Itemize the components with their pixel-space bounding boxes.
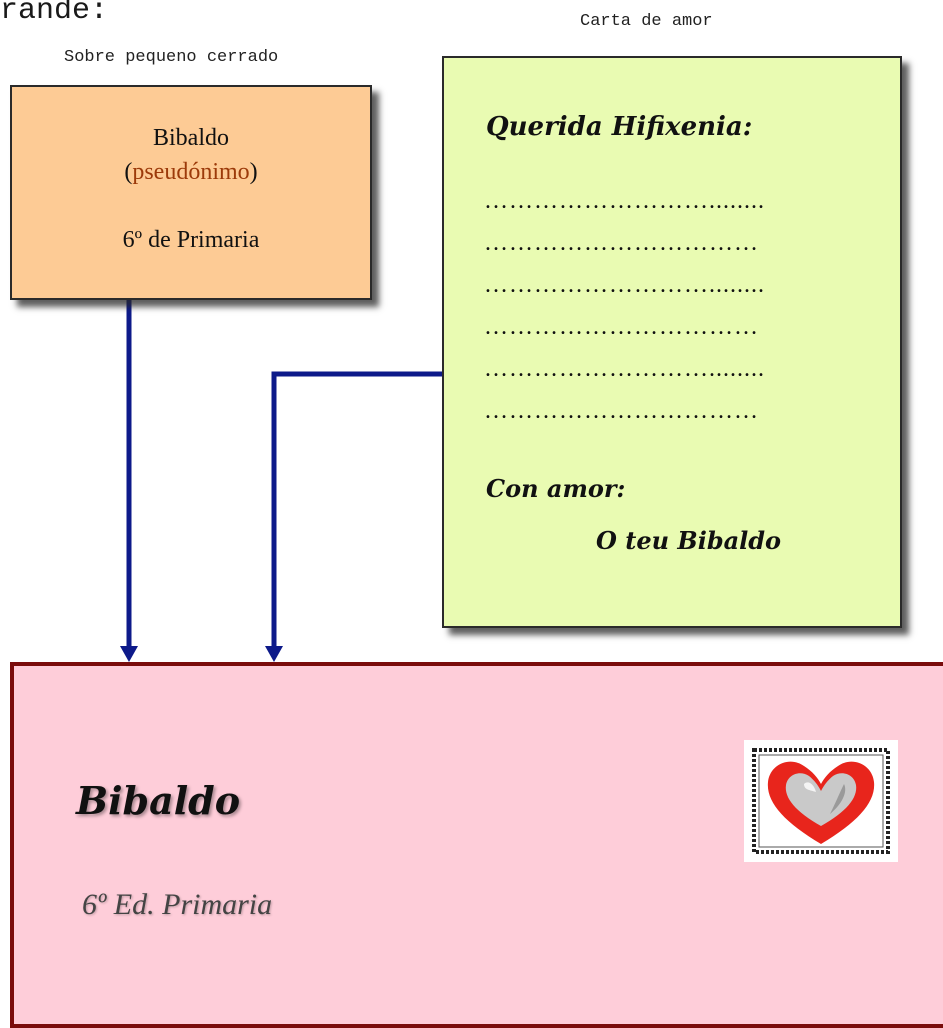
letter-signature: O teu Bibaldo [596,526,782,555]
big-envelope-name: Bibaldo [76,778,241,823]
letter-dot-line: ………………………........ [484,356,765,382]
small-envelope-name: Bibaldo [153,125,229,151]
paren-open: ( [124,159,133,185]
arrowhead-small-envelope [120,646,138,662]
small-closed-envelope: Bibaldo (pseudónimo) 6º de Primaria [10,85,372,300]
paren-close: ) [249,159,258,185]
love-letter: Querida Hifixenia: ………………………........ ………… [442,56,902,628]
love-letter-caption: Carta de amor [580,12,713,31]
letter-dot-line: …………………………… [484,314,759,340]
arrow-letter-to-big-envelope [271,371,443,650]
letter-dot-line: …………………………… [484,398,759,424]
small-envelope-caption: Sobre pequeno cerrado [64,48,279,67]
heart-stamp-icon [744,740,898,862]
big-envelope: Bibaldo 6º Ed. Primaria [10,662,943,1028]
letter-greeting: Querida Hifixenia: [486,112,753,142]
small-envelope-grade: 6º de Primaria [122,227,260,253]
big-envelope-course: 6º Ed. Primaria [82,888,273,921]
small-envelope-pseudonym-line: (pseudónimo) [12,159,370,186]
letter-dot-line: …………………………… [484,230,759,256]
letter-dot-line: ………………………........ [484,272,765,298]
letter-closing: Con amor: [486,474,626,503]
pseudonym-label: pseudónimo [132,159,250,185]
letter-dot-line: ………………………........ [484,188,765,214]
arrowhead-letter [265,646,283,662]
page-title-fragment: rande: [0,0,109,28]
